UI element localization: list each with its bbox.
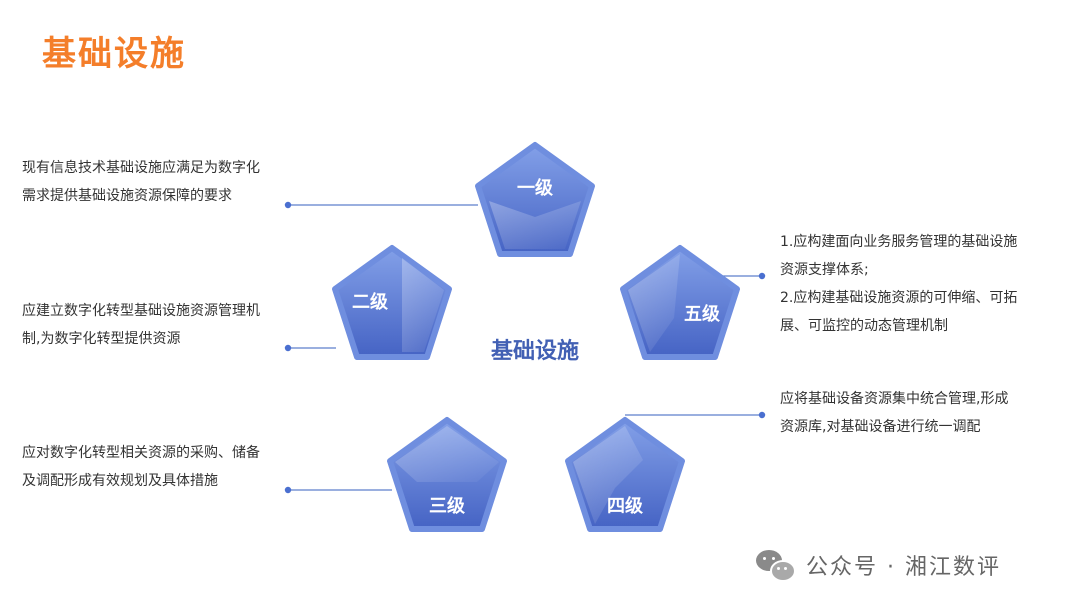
page-title: 基础设施 bbox=[42, 34, 186, 74]
level-4-desc-line: 应将基础设备资源集中统合管理,形成 bbox=[780, 391, 1009, 407]
level-5-desc-line: 2.应构建基础设施资源的可伸缩、可拓 bbox=[780, 290, 1018, 306]
pentagon-level-4: 四级 bbox=[565, 417, 685, 532]
pentagon-label-level-4: 四级 bbox=[607, 495, 644, 517]
pentagon-level-5: 五级 bbox=[620, 245, 740, 360]
pentagon-level-2: 二级 bbox=[332, 245, 452, 360]
level-5-desc-line: 资源支撑体系; bbox=[780, 262, 869, 278]
level-2-desc-line: 应建立数字化转型基础设施资源管理机 bbox=[22, 303, 260, 319]
pentagon-label-level-5: 五级 bbox=[684, 303, 721, 325]
watermark-text: 公众号 · 湘江数评 bbox=[806, 555, 1001, 580]
level-3-desc-line: 应对数字化转型相关资源的采购、储备 bbox=[22, 445, 260, 461]
level-5-desc-line: 展、可监控的动态管理机制 bbox=[780, 318, 948, 334]
level-3-description: 应对数字化转型相关资源的采购、储备 及调配形成有效规划及具体措施 bbox=[22, 439, 260, 495]
pentagon-level-3: 三级 bbox=[387, 417, 507, 532]
connector-level-2 bbox=[284, 344, 336, 352]
level-5-description: 1.应构建面向业务服务管理的基础设施 资源支撑体系; 2.应构建基础设施资源的可… bbox=[780, 228, 1017, 340]
connector-level-3 bbox=[284, 486, 392, 494]
level-4-description: 应将基础设备资源集中统合管理,形成 资源库,对基础设备进行统一调配 bbox=[780, 385, 1008, 441]
pentagon-label-level-1: 一级 bbox=[517, 177, 554, 199]
watermark: 公众号 · 湘江数评 bbox=[756, 548, 1001, 582]
level-2-description: 应建立数字化转型基础设施资源管理机 制,为数字化转型提供资源 bbox=[22, 297, 260, 353]
pentagon-label-level-2: 二级 bbox=[352, 291, 389, 313]
pentagon-label-level-3: 三级 bbox=[429, 495, 466, 517]
level-4-desc-line: 资源库,对基础设备进行统一调配 bbox=[780, 419, 981, 435]
connector-level-1 bbox=[284, 201, 478, 209]
level-2-desc-line: 制,为数字化转型提供资源 bbox=[22, 331, 181, 347]
level-1-desc-line: 需求提供基础设施资源保障的要求 bbox=[22, 188, 232, 204]
pentagon-level-1: 一级 bbox=[475, 142, 595, 257]
level-1-description: 现有信息技术基础设施应满足为数字化 需求提供基础设施资源保障的要求 bbox=[22, 154, 260, 210]
connector-level-4 bbox=[625, 411, 766, 419]
center-label: 基础设施 bbox=[490, 339, 579, 364]
connector-level-5 bbox=[720, 272, 766, 280]
level-1-desc-line: 现有信息技术基础设施应满足为数字化 bbox=[22, 160, 260, 176]
level-3-desc-line: 及调配形成有效规划及具体措施 bbox=[22, 473, 218, 489]
level-5-desc-line: 1.应构建面向业务服务管理的基础设施 bbox=[780, 234, 1018, 250]
wechat-icon bbox=[756, 548, 796, 582]
